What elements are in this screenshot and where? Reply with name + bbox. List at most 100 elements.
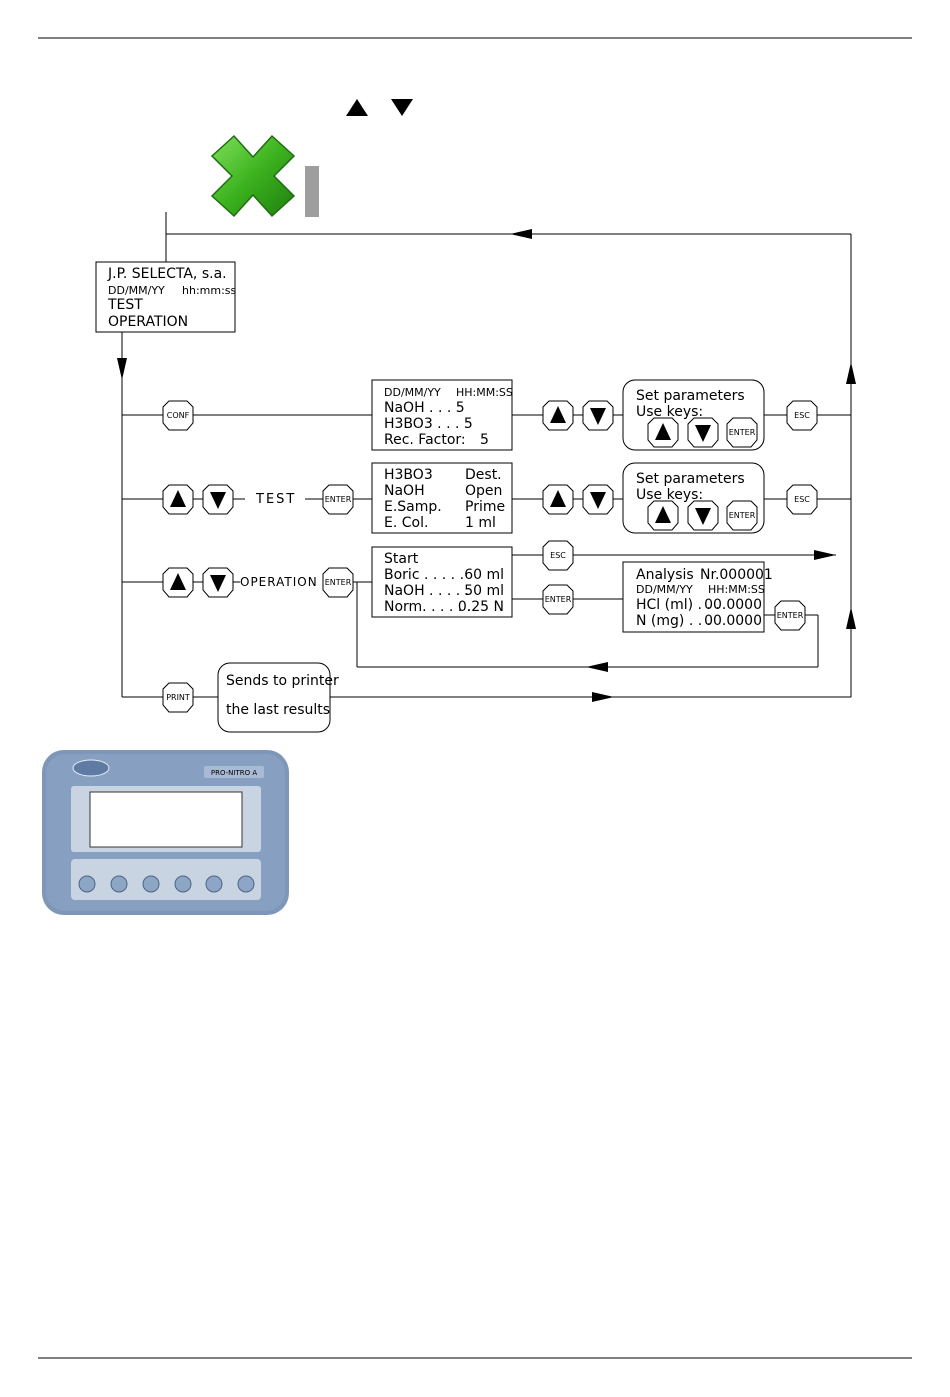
operation-enter-key-2[interactable]: ENTER	[542, 584, 574, 615]
analysis-hcl-value: 00.0000	[704, 597, 762, 613]
test-row-name: H3BO3	[384, 467, 433, 483]
params-up-key[interactable]	[647, 417, 679, 448]
operation-down-key[interactable]	[202, 567, 234, 598]
analysis-n-value: 00.0000	[704, 613, 762, 629]
operation-row-value: 60 ml	[464, 567, 504, 583]
print-line1: Sends to printer	[226, 673, 339, 689]
cursor-bar-icon	[305, 166, 319, 217]
up-arrow-icon	[170, 573, 186, 590]
operation-display: Start Boric . . . . . 60 ml NaOH . . . .…	[371, 546, 513, 618]
esc-key-label: ESC	[550, 551, 566, 560]
print-box: Sends to printer the last results	[217, 662, 339, 733]
operation-row-name: Start	[384, 551, 419, 567]
conf-key[interactable]: CONF	[162, 400, 194, 431]
test-label: TEST	[255, 492, 296, 507]
test-up-key-2[interactable]	[542, 484, 574, 515]
operation-label: OPERATION	[240, 575, 318, 589]
params-down-key[interactable]	[687, 500, 719, 531]
test-row-name: E.Samp.	[384, 499, 442, 515]
test-down-key-2[interactable]	[582, 484, 614, 515]
conf-up-key[interactable]	[542, 400, 574, 431]
test-display: H3BO3 Dest. NaOH Open E.Samp. Prime E. C…	[371, 462, 513, 534]
time-text: hh:mm:ss	[182, 284, 237, 297]
device-key[interactable]	[237, 875, 255, 893]
operation-row-name: Boric . . . . .	[384, 567, 464, 583]
conf-params-box: Set parameters Use keys: ENTER	[622, 379, 765, 451]
params-enter-key[interactable]: ENTER	[726, 417, 758, 448]
params-line1: Set parameters	[636, 471, 745, 487]
analysis-date: DD/MM/YY	[636, 583, 693, 596]
conf-rec-value: 5	[480, 432, 489, 448]
down-arrow-icon	[210, 575, 226, 592]
print-line2: the last results	[226, 702, 330, 718]
model-badge	[204, 766, 264, 778]
device-key[interactable]	[205, 875, 223, 893]
device-screen	[89, 791, 243, 848]
analysis-time: HH:MM:SS	[708, 583, 765, 596]
test-row-name: E. Col.	[384, 515, 428, 531]
analysis-enter-key[interactable]: ENTER	[774, 600, 806, 631]
conf-key-label: CONF	[167, 411, 190, 420]
operation-menu-text: OPERATION	[108, 314, 188, 330]
operation-enter-key[interactable]: ENTER	[322, 567, 354, 598]
down-arrow-icon	[590, 492, 606, 509]
flow-arrows	[117, 229, 856, 702]
down-arrow-icon	[590, 408, 606, 425]
start-display: J.P. SELECTA, s.a. DD/MM/YY hh:mm:ss TES…	[95, 261, 237, 333]
up-arrow-icon	[655, 423, 671, 440]
operation-row-value: 0.25 N	[458, 599, 504, 615]
conf-h3bo3: H3BO3 . . . 5	[384, 416, 473, 432]
brand-logo	[72, 759, 110, 777]
enter-key-label: ENTER	[729, 428, 756, 437]
enter-key-label: ENTER	[777, 611, 804, 620]
device-key[interactable]	[110, 875, 128, 893]
enter-key-label: ENTER	[729, 511, 756, 520]
up-arrow-icon	[346, 99, 368, 116]
up-arrow-icon	[550, 406, 566, 423]
analysis-hcl: HCl (ml) . . .	[636, 597, 720, 613]
test-params-box: Set parameters Use keys: ENTER	[622, 462, 765, 534]
conf-time: HH:MM:SS	[456, 386, 513, 399]
up-arrow-icon	[550, 490, 566, 507]
enter-key-label: ENTER	[545, 595, 572, 604]
enter-key-label: ENTER	[325, 495, 352, 504]
test-up-key[interactable]	[162, 484, 194, 515]
up-arrow-icon	[655, 506, 671, 523]
operation-up-key[interactable]	[162, 567, 194, 598]
conf-display: DD/MM/YY HH:MM:SS NaOH . . . 5 H3BO3 . .…	[371, 379, 513, 451]
brand-text: J.P. SELECTA, s.a.	[107, 266, 227, 282]
conf-esc-key[interactable]: ESC	[786, 400, 818, 431]
conf-naoh: NaOH . . . 5	[384, 400, 465, 416]
device-key[interactable]	[174, 875, 192, 893]
operation-esc-key[interactable]: ESC	[542, 540, 574, 571]
test-esc-key[interactable]: ESC	[786, 484, 818, 515]
print-key[interactable]: PRINT	[162, 682, 194, 713]
test-down-key[interactable]	[202, 484, 234, 515]
test-row-name: NaOH	[384, 483, 425, 499]
model-label: PRO-NITRO A	[211, 769, 257, 777]
test-row-value: Open	[465, 483, 502, 499]
params-line2: Use keys:	[636, 404, 703, 420]
conf-down-key[interactable]	[582, 400, 614, 431]
analysis-display: Analysis Nr.000001 DD/MM/YY HH:MM:SS HCl…	[622, 561, 773, 633]
green-x-icon	[210, 134, 296, 218]
flow-lines	[121, 212, 852, 698]
esc-key-label: ESC	[794, 495, 810, 504]
params-line1: Set parameters	[636, 388, 745, 404]
down-arrow-icon	[391, 99, 413, 116]
device-keypad	[71, 859, 261, 900]
test-enter-key[interactable]: ENTER	[322, 484, 354, 515]
analysis-number: Nr.000001	[700, 567, 773, 583]
operation-row-value: 50 ml	[464, 583, 504, 599]
device-panel: PRO-NITRO A	[42, 750, 289, 915]
params-down-key[interactable]	[687, 417, 719, 448]
test-row-value: 1 ml	[465, 515, 496, 531]
analysis-n: N (mg) . . .	[636, 613, 711, 629]
up-arrow-icon	[170, 490, 186, 507]
params-up-key[interactable]	[647, 500, 679, 531]
params-enter-key[interactable]: ENTER	[726, 500, 758, 531]
device-key[interactable]	[78, 875, 96, 893]
device-keys	[78, 875, 255, 893]
device-key[interactable]	[142, 875, 160, 893]
operation-row-name: NaOH . . . . .	[384, 583, 469, 599]
